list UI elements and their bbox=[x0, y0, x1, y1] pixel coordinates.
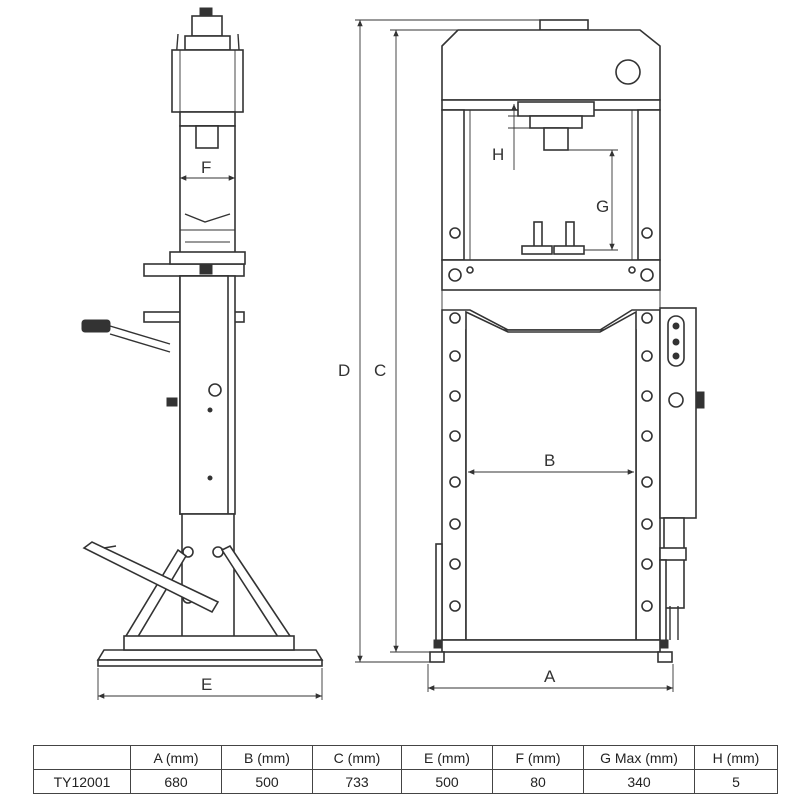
front-ram-head bbox=[543, 127, 569, 151]
table-header-c: C (mm) bbox=[312, 745, 402, 770]
side-base-plate-top bbox=[96, 649, 324, 661]
dimension-spec-table: A (mm) B (mm) C (mm) E (mm) F (mm) G Max… bbox=[33, 745, 778, 794]
side-cylinder-housing bbox=[171, 49, 244, 113]
table-header-row: A (mm) B (mm) C (mm) E (mm) F (mm) G Max… bbox=[33, 745, 778, 770]
front-work-table bbox=[441, 259, 661, 291]
dim-label-g: G bbox=[596, 197, 609, 216]
front-pump-cylinder bbox=[663, 517, 685, 609]
press-technical-drawing: F E bbox=[81, 7, 705, 700]
front-view: H G bbox=[338, 19, 705, 692]
dim-label-a: A bbox=[544, 667, 556, 686]
front-pin-right bbox=[565, 221, 575, 249]
table-cell-h: 5 bbox=[694, 769, 778, 794]
front-pin-left bbox=[533, 221, 543, 249]
side-pump-handle-grip bbox=[81, 319, 111, 333]
table-header-a: A (mm) bbox=[130, 745, 222, 770]
dim-label-e: E bbox=[201, 675, 212, 694]
dim-label-h: H bbox=[492, 145, 504, 164]
side-top-valve bbox=[191, 15, 223, 37]
table-header-h: H (mm) bbox=[694, 745, 778, 770]
table-row: TY12001 680 500 733 500 80 340 5 bbox=[33, 769, 778, 794]
table-cell-a: 680 bbox=[130, 769, 222, 794]
table-cell-c: 733 bbox=[312, 769, 402, 794]
front-ram-plate bbox=[517, 101, 595, 117]
table-cell-b: 500 bbox=[221, 769, 313, 794]
table-header-b: B (mm) bbox=[221, 745, 313, 770]
front-left-column-holes bbox=[449, 312, 461, 612]
table-header-model bbox=[33, 745, 131, 770]
front-top-block bbox=[539, 19, 589, 31]
front-crown-hole bbox=[615, 59, 641, 85]
dim-label-c: C bbox=[374, 361, 386, 380]
dim-label-b: B bbox=[544, 451, 555, 470]
side-base-column bbox=[181, 513, 235, 639]
front-pressure-gauge bbox=[668, 392, 684, 408]
side-base-plate bbox=[97, 659, 323, 667]
table-header-e: E (mm) bbox=[401, 745, 493, 770]
dim-label-f: F bbox=[201, 158, 211, 177]
front-right-column-holes bbox=[641, 312, 653, 612]
table-header-g-max: G Max (mm) bbox=[583, 745, 695, 770]
side-view: F E bbox=[81, 7, 324, 700]
table-cell-g-max: 340 bbox=[583, 769, 695, 794]
table-cell-e: 500 bbox=[401, 769, 493, 794]
table-cell-model: TY12001 bbox=[33, 769, 131, 794]
side-gauge bbox=[208, 383, 222, 397]
table-header-f: F (mm) bbox=[492, 745, 584, 770]
dim-label-d: D bbox=[338, 361, 350, 380]
side-bed-bar-upper bbox=[143, 263, 245, 277]
table-cell-f: 80 bbox=[492, 769, 584, 794]
front-bottom-rail bbox=[441, 639, 661, 653]
side-foot-pedal bbox=[82, 541, 220, 614]
